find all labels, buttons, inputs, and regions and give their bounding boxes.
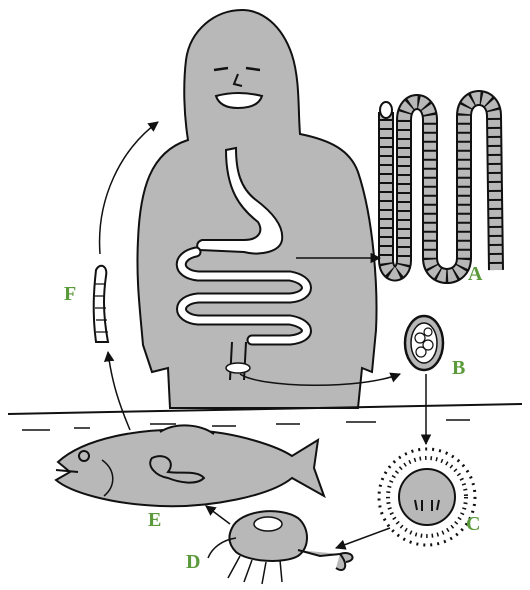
label-f: F bbox=[64, 284, 76, 304]
label-b: B bbox=[452, 358, 465, 378]
adult-tapeworm bbox=[380, 98, 496, 276]
label-e: E bbox=[148, 510, 161, 530]
human-figure bbox=[137, 10, 376, 408]
arrow-copepod-to-fish bbox=[206, 506, 230, 524]
label-a: A bbox=[468, 264, 482, 284]
egg bbox=[405, 316, 443, 370]
label-c: C bbox=[466, 514, 480, 534]
tapeworm-scolex bbox=[380, 102, 392, 118]
copepod bbox=[208, 511, 353, 584]
arrow-fish-to-plerocercoid bbox=[108, 352, 130, 430]
coracidium bbox=[379, 449, 475, 545]
fish bbox=[56, 425, 324, 506]
arrow-coracidium-to-copepod bbox=[336, 528, 390, 548]
label-d: D bbox=[186, 552, 200, 572]
plerocercoid bbox=[94, 266, 108, 342]
